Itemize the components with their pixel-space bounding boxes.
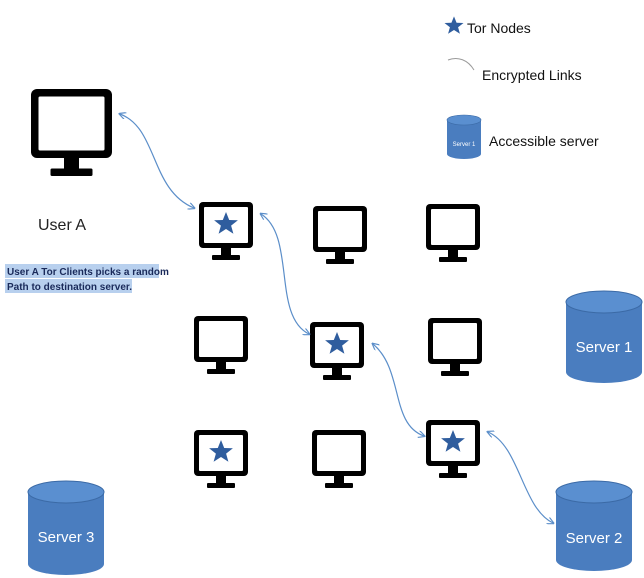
star-icon bbox=[209, 440, 233, 462]
link-exit-to-server-2 bbox=[488, 432, 553, 523]
user-a-label: User A bbox=[38, 217, 86, 234]
server-3: Server 3 bbox=[27, 480, 105, 575]
server-1: Server 1 bbox=[565, 290, 643, 383]
server-3-label: Server 3 bbox=[38, 529, 95, 546]
legend-tor-nodes-label: Tor Nodes bbox=[467, 20, 531, 36]
legend-encrypted-links-label: Encrypted Links bbox=[482, 67, 582, 83]
relay-node-r1c1 bbox=[199, 202, 253, 260]
legend-tor-nodes: Tor Nodes bbox=[444, 16, 531, 36]
relay-node-r1c3 bbox=[426, 204, 480, 262]
note-line-1: User A Tor Clients picks a random bbox=[7, 267, 169, 278]
link-user-to-entry bbox=[120, 114, 194, 208]
legend-accessible-server: Server 1 Accessible server bbox=[446, 114, 599, 159]
relay-node-r2c3 bbox=[428, 318, 482, 376]
legend-accessible-server-label: Accessible server bbox=[489, 133, 599, 149]
relay-node-r3c3 bbox=[426, 420, 480, 478]
link-middle-to-exit bbox=[373, 344, 424, 436]
relay-node-r1c2 bbox=[313, 206, 367, 264]
relay-grid bbox=[194, 202, 482, 488]
server-2-label: Server 2 bbox=[566, 530, 623, 547]
path-note: User A Tor Clients picks a random Path t… bbox=[5, 264, 169, 293]
relay-node-r2c1 bbox=[194, 316, 248, 374]
encrypted-links bbox=[120, 114, 553, 523]
legend-server-mini-label: Server 1 bbox=[453, 142, 476, 148]
server-1-label: Server 1 bbox=[576, 339, 633, 356]
relay-node-r2c2 bbox=[310, 322, 364, 380]
encrypted-link-icon bbox=[447, 57, 475, 71]
server-icon: Server 1 bbox=[446, 114, 482, 159]
star-icon bbox=[214, 212, 238, 234]
user-a-computer: User A bbox=[31, 89, 112, 234]
star-icon bbox=[441, 430, 465, 452]
note-line-2: Path to destination server. bbox=[7, 282, 132, 293]
star-icon bbox=[325, 332, 349, 354]
legend: Tor Nodes Encrypted Links Server 1 Acces… bbox=[444, 16, 599, 159]
star-icon bbox=[444, 16, 464, 34]
user-a-monitor-icon bbox=[31, 89, 112, 176]
relay-node-r3c2 bbox=[312, 430, 366, 488]
relay-node-r3c1 bbox=[194, 430, 248, 488]
link-entry-to-middle bbox=[261, 214, 309, 334]
server-2: Server 2 bbox=[555, 480, 633, 571]
legend-encrypted-links: Encrypted Links bbox=[447, 57, 582, 83]
